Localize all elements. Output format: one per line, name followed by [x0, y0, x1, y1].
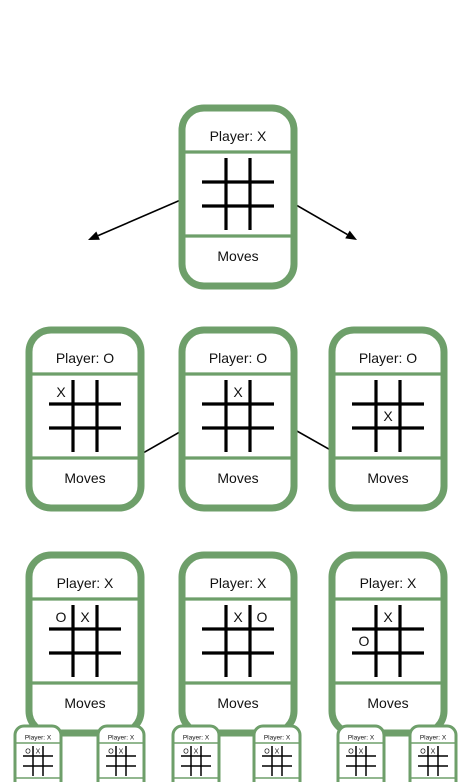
board-mark: X	[275, 749, 280, 756]
node-player-label: Player: O	[56, 350, 114, 366]
board-mark: O	[257, 609, 268, 625]
board-mark: X	[194, 749, 199, 756]
board-mark: X	[56, 384, 66, 400]
node-player-label: Player: X	[108, 734, 135, 741]
board-mark: X	[80, 609, 90, 625]
tree-node-x3: Player: X XO Moves	[328, 551, 448, 737]
node-player-label: Player: O	[359, 350, 417, 366]
node-card	[13, 724, 63, 782]
node-card	[171, 724, 221, 782]
node-player-label: Player: X	[420, 734, 447, 741]
board-mark: O	[183, 749, 189, 756]
board-mark: X	[431, 749, 436, 756]
board-mark: X	[36, 749, 41, 756]
tree-node-o3: Player: O X Moves	[328, 326, 448, 512]
tic-tac-toe-board: XO	[352, 605, 424, 677]
board-mark: X	[359, 749, 364, 756]
node-player-label: Player: X	[210, 575, 267, 591]
node-card	[252, 724, 302, 782]
board-mark: X	[233, 384, 243, 400]
node-moves-label: Moves	[217, 248, 258, 264]
tree-node-root: Player: X Moves	[178, 104, 298, 290]
board-mark: X	[383, 609, 393, 625]
arrowhead	[88, 231, 100, 240]
board-mark: X	[119, 749, 124, 756]
node-moves-label: Moves	[367, 470, 408, 486]
node-moves-label: Moves	[64, 695, 105, 711]
node-moves-label: Moves	[367, 695, 408, 711]
board-mark: O	[25, 749, 31, 756]
node-player-label: Player: X	[348, 734, 375, 741]
node-player-label: Player: X	[57, 575, 114, 591]
node-moves-label: Moves	[64, 470, 105, 486]
board-mark: O	[56, 609, 67, 625]
node-moves-label: Moves	[217, 470, 258, 486]
board-mark: O	[264, 749, 270, 756]
node-card	[336, 724, 386, 782]
node-player-label: Player: X	[183, 734, 210, 741]
tree-node-o2: Player: O X Moves	[178, 326, 298, 512]
node-card	[96, 724, 146, 782]
tic-tac-toe-board: X	[202, 380, 274, 452]
board-mark: X	[233, 609, 243, 625]
tic-tac-toe-board	[202, 158, 274, 230]
board-mark: O	[108, 749, 114, 756]
board-mark: X	[383, 408, 393, 424]
node-player-label: Player: X	[25, 734, 52, 741]
tic-tac-toe-board: X	[49, 380, 121, 452]
node-player-label: Player: X	[210, 128, 267, 144]
arrowhead	[345, 230, 357, 240]
node-player-label: Player: O	[209, 350, 267, 366]
board-mark: O	[359, 633, 370, 649]
node-moves-label: Moves	[217, 695, 258, 711]
node-player-label: Player: X	[264, 734, 291, 741]
node-card	[408, 724, 458, 782]
tic-tac-toe-board: X	[352, 380, 424, 452]
node-player-label: Player: X	[360, 575, 417, 591]
tree-node-o1: Player: O X Moves	[25, 326, 145, 512]
board-mark: O	[348, 749, 354, 756]
board-mark: O	[420, 749, 426, 756]
